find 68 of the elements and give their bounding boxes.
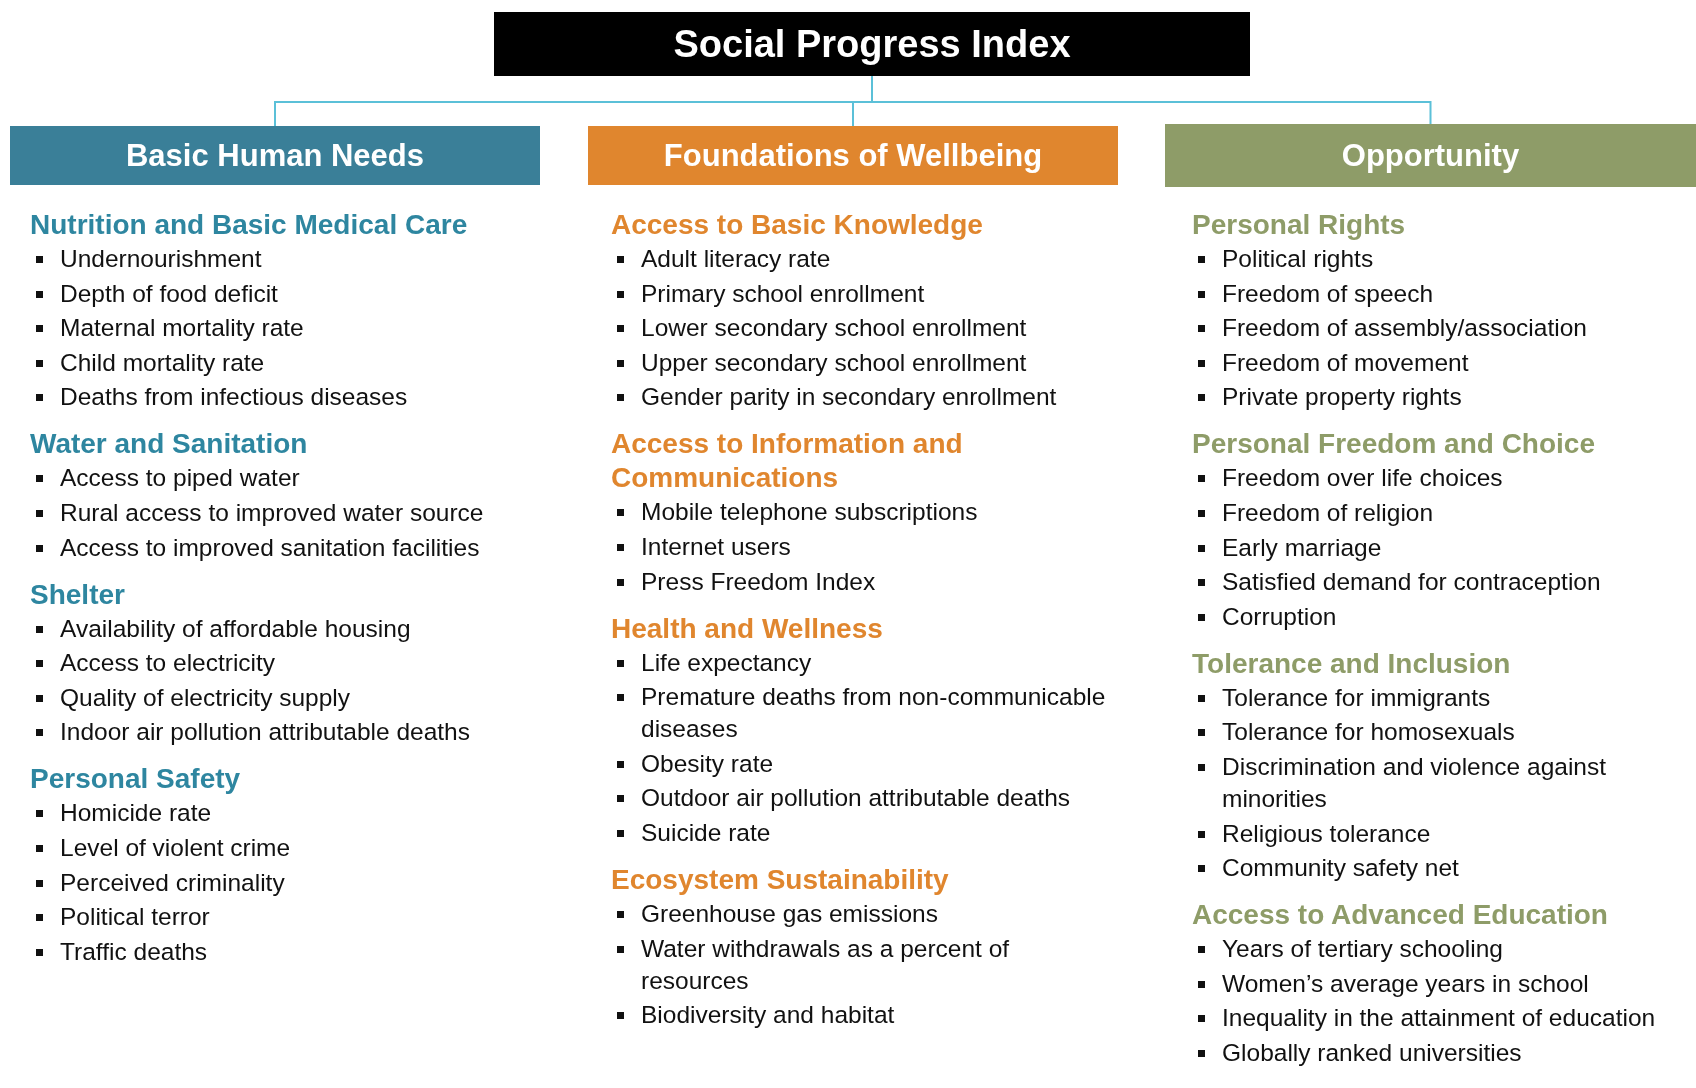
indicator-text: Freedom over life choices: [1222, 463, 1503, 494]
indicator-text: Political terror: [60, 902, 210, 933]
indicator-text: Inequality in the attainment of education: [1222, 1003, 1656, 1034]
indicator-text: Mobile telephone subscriptions: [641, 497, 978, 528]
dimension-box: Foundations of Wellbeing: [588, 126, 1118, 185]
indicator-text: Freedom of assembly/association: [1222, 313, 1587, 344]
indicator-text: Quality of electricity supply: [60, 682, 351, 713]
indicator-text: Globally ranked universities: [1222, 1037, 1522, 1068]
indicator-text: Traffic deaths: [60, 936, 208, 967]
indicator-text: Satisfied demand for contraception: [1222, 567, 1601, 598]
dimension-box: Basic Human Needs: [10, 126, 540, 185]
component-heading: Health and Wellness: [611, 611, 884, 646]
indicator-text: Discrimination and violence against minorities: [1222, 751, 1608, 814]
indicator-text: Outdoor air pollution attributable deaths: [641, 783, 1071, 814]
indicator-text: Homicide rate: [60, 798, 212, 829]
component-heading: Personal Safety: [30, 762, 242, 797]
component-heading: Ecosystem Sustainability: [611, 862, 950, 897]
component-heading: Nutrition and Basic Medical Care: [30, 208, 469, 242]
indicator-text: Religious tolerance: [1222, 818, 1431, 849]
indicator-text: Gender parity in secondary enrollment: [641, 382, 1057, 413]
indicator-text: Undernourishment: [60, 244, 262, 274]
indicator-text: Access to piped water: [60, 463, 300, 494]
indicator-text: Freedom of religion: [1222, 497, 1434, 528]
indicator-text: Perceived criminality: [60, 867, 285, 898]
component-heading: Personal Rights: [1192, 208, 1407, 242]
indicator-text: Child mortality rate: [60, 347, 265, 378]
indicator-text: Biodiversity and habitat: [641, 1000, 895, 1031]
indicator-text: Freedom of speech: [1222, 278, 1434, 309]
indicator-text: Tolerance for homosexuals: [1222, 717, 1515, 748]
indicator-text: Women’s average years in school: [1222, 968, 1589, 999]
component-heading: Shelter: [30, 577, 126, 612]
indicator-text: Tolerance for immigrants: [1222, 682, 1491, 713]
indicator-text: Primary school enrollment: [641, 278, 925, 309]
indicator-text: Depth of food deficit: [60, 278, 278, 309]
dimension-box: Opportunity: [1165, 124, 1696, 187]
indicator-text: Level of violent crime: [60, 832, 291, 863]
indicator-text: Life expectancy: [641, 647, 812, 678]
indicator-text: Rural access to improved water source: [60, 497, 484, 528]
indicator-text: Obesity rate: [641, 748, 774, 779]
indicator-text: Political rights: [1222, 244, 1374, 274]
component-heading: Access to Basic Knowledge: [611, 208, 984, 242]
indicator-text: Early marriage: [1222, 532, 1382, 563]
indicator-text: Water withdrawals as a percent of resources: [641, 933, 1011, 996]
indicator-text: Access to improved sanitation facilities: [60, 532, 480, 563]
title-box: Social Progress Index: [494, 12, 1250, 76]
indicator-text: Maternal mortality rate: [60, 313, 304, 344]
indicator-text: Availability of affordable housing: [60, 613, 411, 644]
indicator-text: Greenhouse gas emissions: [641, 898, 938, 929]
component-heading: Tolerance and Inclusion: [1192, 646, 1512, 681]
indicator-text: Indoor air pollution attributable deaths: [60, 717, 470, 748]
indicator-text: Upper secondary school enrollment: [641, 347, 1027, 378]
indicator-text: Adult literacy rate: [641, 244, 831, 274]
indicator-text: Lower secondary school enrollment: [641, 313, 1027, 344]
indicator-text: Access to electricity: [60, 648, 276, 679]
component-heading: Access to Advanced Education: [1192, 898, 1609, 933]
indicator-text: Press Freedom Index: [641, 566, 876, 597]
indicator-text: Private property rights: [1222, 382, 1462, 413]
indicator-text: Community safety net: [1222, 853, 1459, 884]
indicator-text: Corruption: [1222, 601, 1337, 632]
component-heading: Personal Freedom and Choice: [1192, 427, 1596, 462]
indicator-text: Years of tertiary schooling: [1222, 934, 1503, 965]
indicator-text: Freedom of movement: [1222, 347, 1469, 378]
component-heading: Water and Sanitation: [30, 427, 309, 462]
indicator-text: Premature deaths from non-communicable diseases: [641, 682, 1107, 745]
indicator-text: Deaths from infectious diseases: [60, 382, 408, 413]
indicator-text: Suicide rate: [641, 817, 771, 848]
indicator-text: Internet users: [641, 531, 791, 562]
component-heading: Access to Information and Communications: [611, 427, 964, 496]
